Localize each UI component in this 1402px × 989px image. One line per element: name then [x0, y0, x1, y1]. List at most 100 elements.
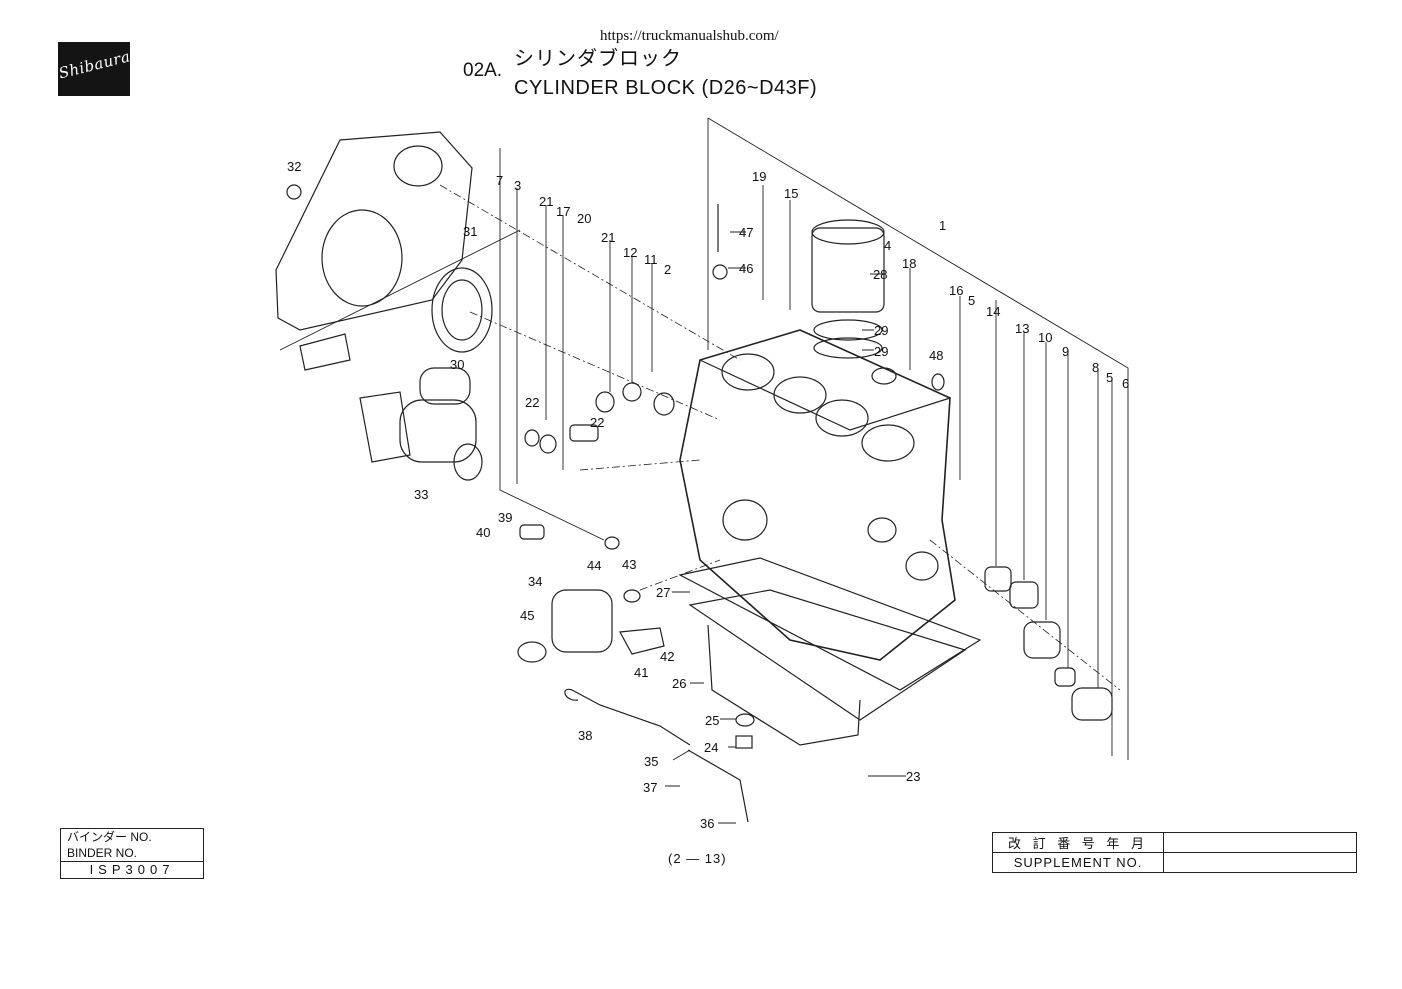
callout-1: 1 [939, 218, 946, 233]
supplement-label: SUPPLEMENT NO. [992, 852, 1164, 873]
cap-4 [871, 367, 897, 385]
callout-11: 11 [644, 252, 658, 267]
brand-logo: Shibaura [57, 42, 132, 96]
callout-13: 13 [1015, 321, 1029, 336]
bearing-10 [1023, 621, 1061, 659]
liner-top [811, 219, 885, 245]
section-number: 02A. [463, 60, 503, 81]
callout-25: 25 [705, 713, 719, 728]
dipstick-guide-tube [687, 749, 749, 823]
callout-17: 17 [556, 204, 570, 219]
callout-10: 10 [1038, 330, 1052, 345]
callout-48: 48 [929, 348, 943, 363]
callout-5: 5 [1106, 370, 1113, 385]
housing-main-bore [321, 209, 403, 307]
filter-gasket [517, 641, 547, 663]
callout-37: 37 [643, 780, 657, 795]
centre-line-front [579, 459, 701, 471]
block-top-edge [699, 359, 951, 431]
dipstick [564, 688, 691, 746]
supplement-value-japanese [1163, 832, 1357, 853]
oil-filter [551, 589, 613, 653]
callout-16: 16 [949, 283, 963, 298]
binder-number: ISP3007 [60, 861, 204, 879]
bush-14 [984, 566, 1012, 592]
plug-12 [622, 382, 642, 402]
leader-28-29 [862, 273, 884, 351]
page-title: CYLINDER BLOCK (D26~D43F) [514, 77, 818, 99]
callout-35: 35 [644, 754, 658, 769]
leader-31 [279, 229, 521, 351]
callout-47: 47 [739, 225, 753, 240]
callout-31: 31 [463, 224, 477, 239]
callout-8: 8 [1092, 360, 1099, 375]
bearing-2 [653, 392, 675, 416]
cylinder-bore-4 [861, 424, 915, 462]
centre-line-filter [639, 559, 721, 591]
cylinder-block-body [679, 329, 956, 661]
bush-46 [712, 264, 728, 280]
liner-o-ring-1 [813, 319, 883, 341]
callout-22: 22 [590, 415, 604, 430]
callout-6: 6 [1122, 376, 1129, 391]
callout-38: 38 [578, 728, 592, 743]
binder-label-japanese: バインダー NO. [67, 830, 152, 844]
side-port [867, 517, 897, 543]
callout-39: 39 [498, 510, 512, 525]
callout-33: 33 [414, 487, 428, 502]
callout-4: 4 [884, 238, 891, 253]
front-bearing-housing [722, 499, 768, 541]
callout-29: 29 [874, 323, 888, 338]
bush-13 [1009, 581, 1039, 609]
callout-32: 32 [287, 159, 301, 174]
plug-9 [1054, 667, 1076, 687]
supplement-value [1163, 852, 1357, 873]
callout-40: 40 [476, 525, 490, 540]
starter-body [399, 399, 477, 463]
page-number: (2 — 13) [668, 851, 727, 866]
cylinder-liner [811, 227, 885, 313]
binder-number-box: バインダー NO. BINDER NO. ISP3007 [60, 828, 204, 879]
starter-end [453, 443, 483, 481]
leader-47-46 [728, 231, 746, 269]
callout-14: 14 [986, 304, 1000, 319]
callout-27: 27 [656, 585, 670, 600]
leader-7 [499, 148, 605, 541]
callout-22: 22 [525, 395, 539, 410]
housing-tab [299, 333, 351, 371]
callout-44: 44 [587, 558, 601, 573]
oil-pan-flange [688, 589, 967, 721]
liner-o-ring-2 [813, 337, 883, 359]
drain-plug-24 [735, 735, 753, 749]
page-title-japanese: シリンダブロック [514, 48, 682, 70]
leader-lower [665, 591, 906, 824]
cylinder-bore-1 [721, 353, 775, 391]
flywheel-housing-plate [275, 131, 473, 331]
callout-12: 12 [623, 245, 637, 260]
housing-upper-hole [393, 145, 443, 187]
starter-flange [359, 391, 411, 463]
plug-8-front [604, 536, 620, 550]
callout-36: 36 [700, 816, 714, 831]
plug-20 [569, 424, 599, 442]
cylinder-bore-3 [815, 399, 869, 437]
part-callouts: 1 2 3 4 5 5 6 7 8 9 10 11 12 13 14 15 16… [287, 159, 1129, 831]
callout-28: 28 [873, 267, 887, 282]
callout-24: 24 [704, 740, 718, 755]
callout-7: 7 [496, 173, 503, 188]
starter-solenoid [419, 367, 471, 405]
rear-bearing-port [905, 551, 939, 581]
nipple-43 [623, 589, 641, 603]
leader-6 [707, 117, 1129, 760]
centre-line-flywheel [439, 184, 741, 361]
callout-21: 21 [601, 230, 615, 245]
bolt-32 [286, 184, 302, 200]
callout-5: 5 [968, 293, 975, 308]
callout-41: 41 [634, 665, 648, 680]
oil-pan-sump [707, 624, 861, 746]
oil-pan-gasket [678, 557, 982, 691]
callout-42: 42 [660, 649, 674, 664]
union-bolt-41 [619, 627, 665, 655]
source-url[interactable]: https://truckmanualshub.com/ [600, 28, 779, 44]
